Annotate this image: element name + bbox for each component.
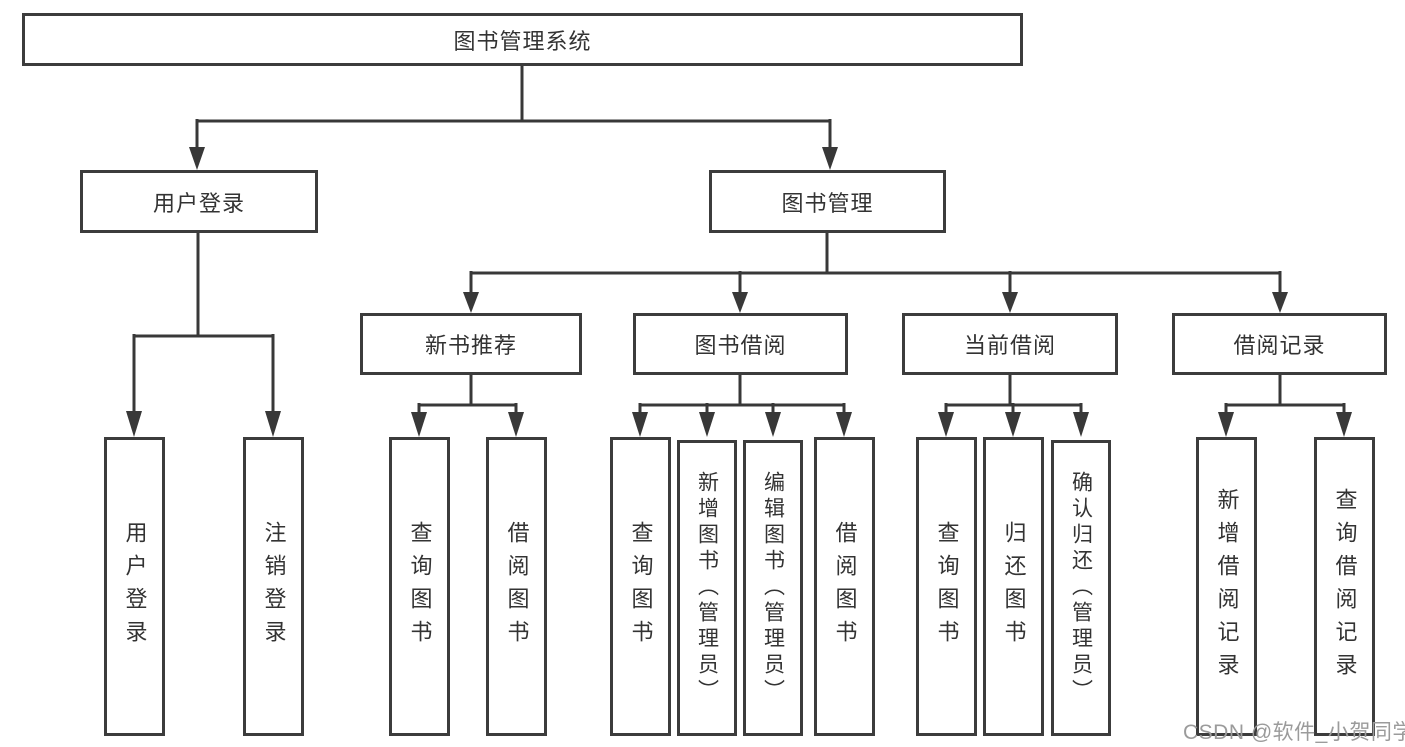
leaf-edit-book-admin: 编辑图书（管理员） [743,440,803,736]
leaf-newbook-borrow-books-label: 借阅图书 [504,520,530,653]
leaf-newbook-query-books-label: 查询图书 [407,520,433,653]
leaf-newbook-borrow-books: 借阅图书 [486,437,547,736]
leaf-confirm-return-admin-label: 确认归还（管理员） [1069,471,1093,705]
leaf-add-borrow-record: 新增借阅记录 [1196,437,1257,736]
leaf-borrow-query-books-label: 查询图书 [628,520,654,653]
node-borrowing-records: 借阅记录 [1172,313,1387,375]
node-user-login-label: 用户登录 [152,190,245,216]
leaf-query-borrow-record-label: 查询借阅记录 [1332,487,1358,686]
node-book-borrowing: 图书借阅 [633,313,848,375]
leaf-user-login: 用户登录 [104,437,165,736]
leaf-confirm-return-admin: 确认归还（管理员） [1051,440,1111,736]
node-new-book-recommend-label: 新书推荐 [424,333,517,358]
leaf-query-borrow-record: 查询借阅记录 [1314,437,1375,736]
node-book-management: 图书管理 [709,170,946,233]
leaf-add-book-admin-label: 新增图书（管理员） [695,471,719,705]
leaf-edit-book-admin-label: 编辑图书（管理员） [761,471,785,705]
node-root-label: 图书管理系统 [453,28,592,54]
leaf-newbook-query-books: 查询图书 [389,437,450,736]
csdn-watermark: CSDN @软件_小贺同学 [1183,721,1405,744]
node-book-borrowing-label: 图书借阅 [694,333,787,358]
leaf-borrow-book: 借阅图书 [814,437,875,736]
leaf-return-book-label: 归还图书 [1001,520,1027,653]
leaf-add-borrow-record-label: 新增借阅记录 [1214,487,1240,686]
leaf-logout: 注销登录 [243,437,304,736]
leaf-add-book-admin: 新增图书（管理员） [677,440,737,736]
leaf-logout-label: 注销登录 [261,520,287,653]
leaf-current-query-books-label: 查询图书 [934,520,960,653]
leaf-user-login-label: 用户登录 [122,520,148,653]
node-current-borrowing: 当前借阅 [902,313,1118,375]
node-new-book-recommend: 新书推荐 [360,313,582,375]
node-current-borrowing-label: 当前借阅 [963,333,1056,358]
node-borrowing-records-label: 借阅记录 [1233,333,1326,358]
leaf-current-query-books: 查询图书 [916,437,977,736]
leaf-borrow-book-label: 借阅图书 [832,520,858,653]
leaf-return-book: 归还图书 [983,437,1044,736]
node-book-management-label: 图书管理 [781,190,874,216]
node-root-library-system: 图书管理系统 [22,13,1023,66]
leaf-borrow-query-books: 查询图书 [610,437,671,736]
node-user-login: 用户登录 [80,170,318,233]
